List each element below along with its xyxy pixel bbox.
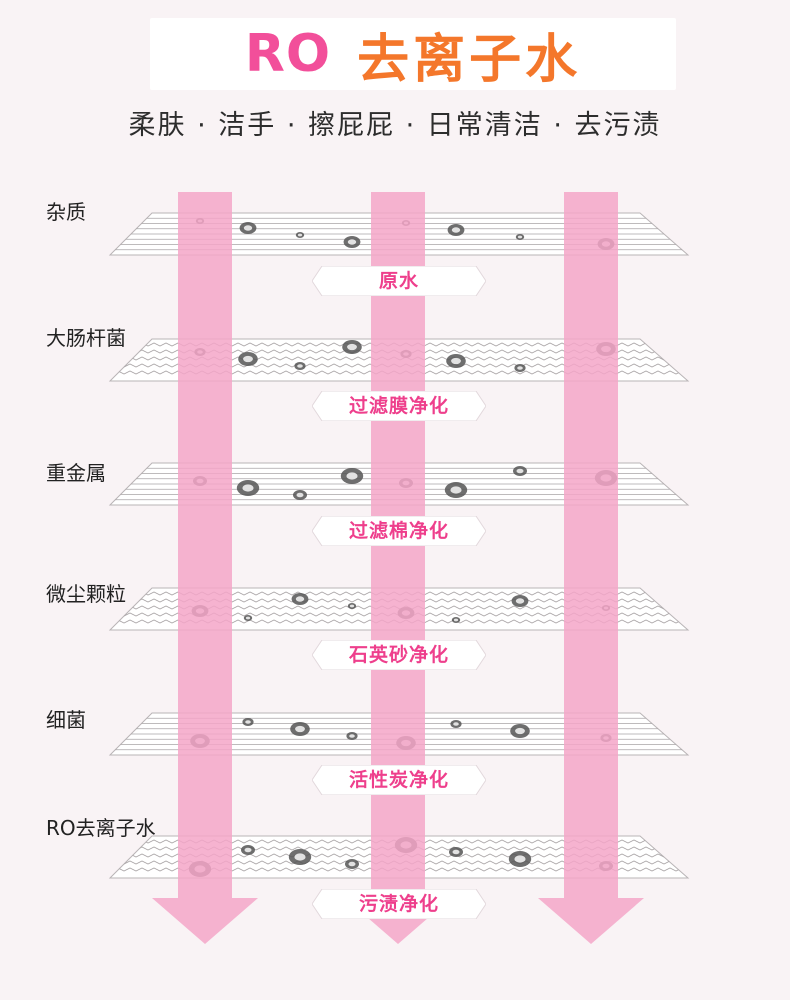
contaminant-icon — [600, 734, 612, 742]
stage-badge-quartz-sand: 石英砂净化 — [312, 640, 486, 670]
stage-label: 过滤膜净化 — [348, 395, 449, 417]
filter-plane — [108, 712, 690, 756]
contaminant-icon — [236, 480, 260, 496]
contaminant-icon — [596, 342, 616, 356]
stage-label: 污渍净化 — [358, 893, 439, 915]
layer-label-impurities: 杂质 — [46, 200, 86, 224]
contaminant-icon — [510, 724, 530, 738]
contaminant-icon — [293, 490, 307, 500]
layer-label-bacteria: 细菌 — [46, 708, 86, 732]
contaminant-icon — [511, 595, 529, 607]
contaminant-icon — [239, 222, 257, 234]
contaminant-icon — [346, 732, 358, 740]
contaminant-icon — [446, 354, 466, 368]
contaminant-icon — [343, 236, 361, 248]
contaminant-icon — [515, 234, 525, 240]
stage-badge-stain-purify: 污渍净化 — [312, 889, 486, 919]
contaminant-icon — [241, 845, 255, 855]
contaminant-icon — [340, 468, 364, 484]
stage-badge-membrane: 过滤膜净化 — [312, 391, 486, 421]
contaminant-icon — [242, 718, 254, 726]
stage-label: 过滤棉净化 — [348, 520, 449, 542]
layer-label-dust-particles: 微尘颗粒 — [46, 582, 126, 606]
contaminant-icon — [290, 722, 310, 736]
contaminant-icon — [601, 605, 611, 611]
contaminant-icon — [291, 593, 309, 605]
contaminant-icon — [599, 861, 613, 871]
filter-plane — [108, 212, 690, 256]
stage-label: 原水 — [378, 270, 419, 292]
contaminant-icon — [447, 224, 465, 236]
contaminant-icon — [514, 364, 526, 372]
contaminant-icon — [345, 859, 359, 869]
contaminant-icon — [243, 615, 253, 621]
contaminant-icon — [193, 476, 207, 486]
contaminant-icon — [194, 348, 206, 356]
stage-badge-activated-carbon: 活性炭净化 — [312, 765, 486, 795]
contaminant-icon — [401, 220, 411, 226]
filter-plane — [108, 587, 690, 631]
filter-plane — [108, 835, 690, 879]
contaminant-icon — [394, 837, 418, 853]
title-ro: RO — [244, 24, 332, 84]
layer-label-ro-water: RO去离子水 — [46, 816, 156, 840]
subtitle-uses: 柔肤 · 洁手 · 擦屁屁 · 日常清洁 · 去污渍 — [128, 110, 662, 141]
contaminant-icon — [288, 849, 312, 865]
contaminant-icon — [188, 861, 212, 877]
layer-label-heavy-metals: 重金属 — [46, 461, 106, 485]
layer-label-ecoli: 大肠杆菌 — [46, 326, 126, 350]
contaminant-icon — [191, 605, 209, 617]
stage-badge-cotton: 过滤棉净化 — [312, 516, 486, 546]
contaminant-icon — [195, 218, 205, 224]
contaminant-icon — [513, 466, 527, 476]
stage-label: 石英砂净化 — [348, 644, 449, 666]
contaminant-icon — [190, 734, 210, 748]
contaminant-icon — [295, 232, 305, 238]
contaminant-icon — [399, 478, 413, 488]
contaminant-icon — [444, 482, 468, 498]
contaminant-icon — [449, 847, 463, 857]
contaminant-icon — [451, 617, 461, 623]
contaminant-icon — [594, 470, 618, 486]
contaminant-icon — [597, 238, 615, 250]
contaminant-icon — [347, 603, 357, 609]
filter-plane — [108, 462, 690, 506]
stage-badge-raw-water: 原水 — [312, 266, 486, 296]
filter-plane — [108, 338, 690, 382]
contaminant-icon — [294, 362, 306, 370]
contaminant-icon — [508, 851, 532, 867]
contaminant-icon — [400, 350, 412, 358]
title-deionized-water: 去离子水 — [357, 29, 582, 90]
contaminant-icon — [238, 352, 258, 366]
stage-label: 活性炭净化 — [348, 769, 449, 791]
title-banner: RO 去离子水 — [150, 18, 676, 90]
contaminant-icon — [450, 720, 462, 728]
contaminant-icon — [396, 736, 416, 750]
contaminant-icon — [397, 607, 415, 619]
contaminant-icon — [342, 340, 362, 354]
